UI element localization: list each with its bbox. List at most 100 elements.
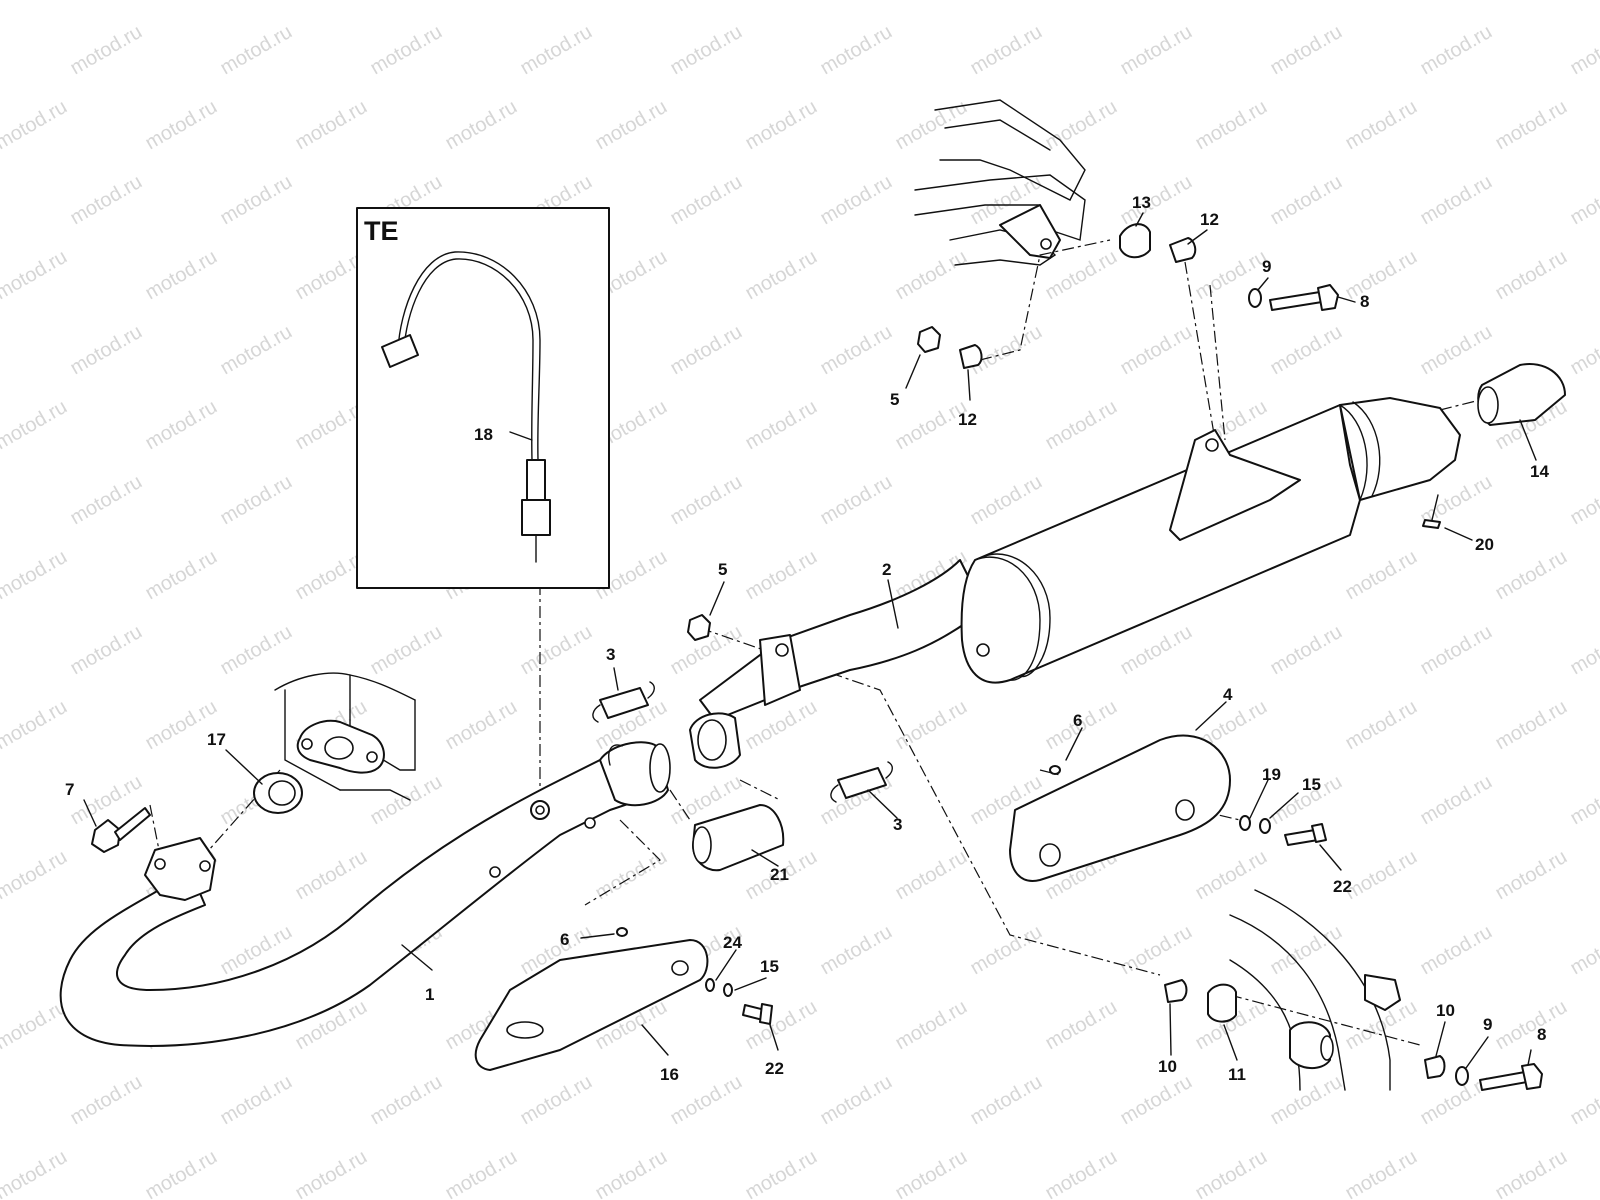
watermark-text: motod.ru	[1342, 696, 1421, 755]
watermark-text: motod.ru	[292, 846, 371, 905]
te-inset: TE	[356, 207, 610, 589]
watermark-text: motod.ru	[0, 996, 71, 1055]
watermark-text: motod.ru	[1042, 996, 1121, 1055]
watermark-text: motod.ru	[292, 0, 371, 4]
inset-title: TE	[364, 216, 399, 246]
callout-11: 11	[1228, 1065, 1246, 1084]
callout-22-left: 22	[765, 1059, 784, 1078]
watermark-text: motod.ru	[1117, 171, 1196, 230]
part-3-spring-lower	[830, 761, 893, 803]
callout-3-upper: 3	[606, 645, 615, 664]
callout-2: 2	[882, 560, 891, 579]
watermark-text: motod.ru	[742, 0, 821, 4]
watermark-text: motod.ru	[0, 696, 71, 755]
watermark-text: motod.ru	[0, 396, 71, 455]
watermark-text: motod.ru	[1567, 621, 1600, 680]
watermark-text: motod.ru	[1342, 0, 1421, 4]
watermark-text: motod.ru	[1117, 921, 1196, 980]
part-17-gasket	[253, 772, 303, 814]
callout-19: 19	[1262, 765, 1281, 784]
watermark-text: motod.ru	[1042, 1146, 1121, 1200]
watermark-text: motod.ru	[1267, 921, 1346, 980]
watermark-text: motod.ru	[817, 21, 896, 80]
watermark-text: motod.ru	[217, 171, 296, 230]
watermark-text: motod.ru	[967, 921, 1046, 980]
watermark-text: motod.ru	[967, 471, 1046, 530]
callout-20: 20	[1475, 535, 1494, 554]
watermark-text: motod.ru	[1267, 171, 1346, 230]
watermark-text: motod.ru	[1192, 1146, 1271, 1200]
watermark-text: motod.ru	[1267, 1071, 1346, 1130]
watermark-text: motod.ru	[442, 696, 521, 755]
part-14-end-cap	[1477, 363, 1566, 426]
watermark-text: motod.ru	[1267, 21, 1346, 80]
watermark-text: motod.ru	[892, 996, 971, 1055]
watermark-text: motod.ru	[1492, 246, 1571, 305]
watermark-text: motod.ru	[667, 321, 746, 380]
watermark-text: motod.ru	[67, 171, 146, 230]
callout-6-left: 6	[560, 930, 569, 949]
callout-15-right: 15	[1302, 775, 1321, 794]
part-16-heat-shield	[474, 939, 709, 1071]
watermark-text: motod.ru	[892, 0, 971, 4]
watermark-text: motod.ru	[0, 96, 71, 155]
watermark-text: motod.ru	[1342, 846, 1421, 905]
watermark-text: motod.ru	[517, 621, 596, 680]
callout-labels: 1 2 3 3 4 5 5 6 6 7 8 8 9 9 10 10 11 12 …	[65, 193, 1549, 1084]
callout-17: 17	[207, 730, 226, 749]
watermark-text: motod.ru	[217, 471, 296, 530]
watermark-text: motod.ru	[142, 546, 221, 605]
watermark-text: motod.ru	[742, 1146, 821, 1200]
watermark-text: motod.ru	[592, 1146, 671, 1200]
watermark-text: motod.ru	[0, 246, 71, 305]
watermark-text: motod.ru	[367, 771, 446, 830]
part-1-header-pipe	[59, 741, 671, 1047]
watermark-text: motod.ru	[1117, 21, 1196, 80]
callout-9-upper: 9	[1262, 257, 1271, 276]
watermark-text: motod.ru	[217, 321, 296, 380]
watermark-text: motod.ru	[442, 1146, 521, 1200]
watermark-text: motod.ru	[1042, 246, 1121, 305]
callout-24: 24	[723, 933, 742, 952]
callout-5-lower: 5	[718, 560, 727, 579]
watermark-text: motod.ru	[817, 921, 896, 980]
watermark-text: motod.ru	[142, 246, 221, 305]
watermark-text: motod.ru	[142, 396, 221, 455]
watermark-text: motod.ru	[967, 21, 1046, 80]
watermark-text: motod.ru	[592, 96, 671, 155]
watermark-text: motod.ru	[592, 846, 671, 905]
callout-10-left: 10	[1158, 1057, 1177, 1076]
watermark-text: motod.ru	[742, 96, 821, 155]
watermark-text: motod.ru	[367, 1071, 446, 1130]
watermark-text: motod.ru	[67, 471, 146, 530]
watermark-text: motod.ru	[1042, 396, 1121, 455]
watermark-text: motod.ru	[742, 546, 821, 605]
part-3-spring-upper	[592, 681, 655, 723]
callout-18: 18	[474, 425, 493, 444]
watermark-text: motod.ru	[817, 171, 896, 230]
watermark-text: motod.ru	[1492, 696, 1571, 755]
watermark-text: motod.ru	[367, 21, 446, 80]
watermark-text: motod.ru	[667, 471, 746, 530]
watermark-text: motod.ru	[667, 21, 746, 80]
watermark-text: motod.ru	[0, 546, 71, 605]
part-2-muffler	[689, 397, 1461, 769]
watermark-text: motod.ru	[217, 621, 296, 680]
watermark-text: motod.ru	[1567, 771, 1600, 830]
watermark-text: motod.ru	[142, 96, 221, 155]
callout-15-left: 15	[760, 957, 779, 976]
callout-10-right: 10	[1436, 1001, 1455, 1020]
callout-14: 14	[1530, 462, 1549, 481]
watermark-text: motod.ru	[1492, 96, 1571, 155]
watermark-text: motod.ru	[1117, 1071, 1196, 1130]
leader-lines	[83, 212, 1537, 1069]
watermark-text: motod.ru	[67, 21, 146, 80]
watermark-text: motod.ru	[1492, 1146, 1571, 1200]
callout-3-lower: 3	[893, 815, 902, 834]
watermark-text: motod.ru	[442, 0, 521, 4]
watermark-text: motod.ru	[1417, 621, 1496, 680]
watermark-text: motod.ru	[1192, 96, 1271, 155]
watermark-text: motod.ru	[142, 0, 221, 4]
watermark-text: motod.ru	[217, 21, 296, 80]
watermark-text: motod.ru	[1342, 246, 1421, 305]
